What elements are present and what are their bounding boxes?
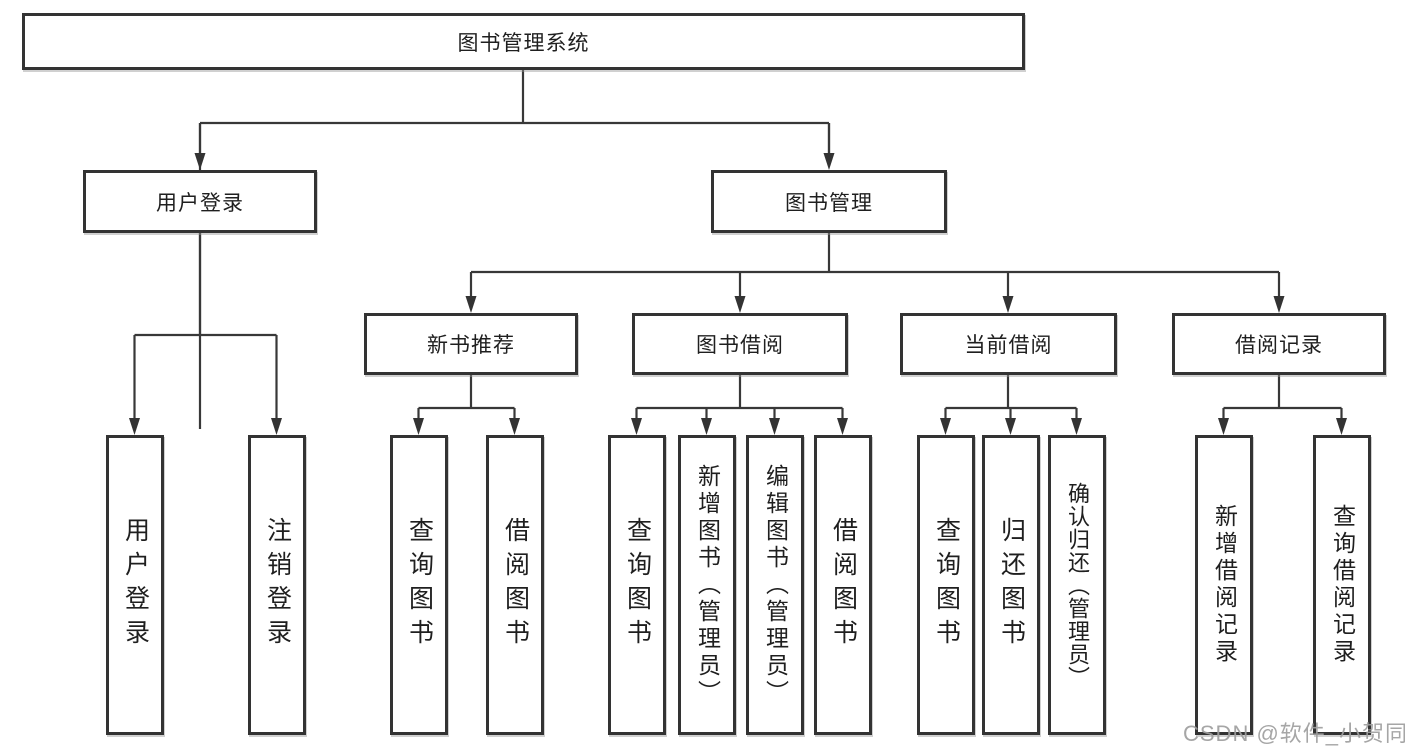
node-label: 用户登录	[121, 517, 150, 653]
node-label: 借阅图书	[829, 517, 858, 653]
connector-book-borrow	[635, 375, 844, 429]
node-new-book-recommend: 新书推荐	[364, 313, 578, 375]
arrowheads	[129, 153, 1347, 435]
connector-user-login	[133, 233, 278, 429]
node-label: 归还图书	[997, 517, 1026, 653]
node-book-borrowing: 图书借阅	[632, 313, 848, 375]
connector-root-trunk	[198, 70, 831, 429]
arrow-icon	[1336, 418, 1347, 435]
node-label: 当前借阅	[964, 334, 1053, 357]
arrow-icon	[734, 296, 746, 313]
leaf-add-books-admin: 新增图书（管理员）	[678, 435, 736, 735]
arrow-icon	[701, 418, 712, 435]
node-label: 查询图书	[932, 517, 961, 653]
node-label: 新增借阅记录	[1211, 504, 1238, 666]
connector-book-mgmt	[469, 233, 1281, 307]
csdn-watermark: CSDN @软件_小贺同学	[1183, 721, 1405, 746]
arrow-icon	[465, 296, 477, 313]
node-label: 注销登录	[263, 517, 292, 653]
node-label: 确认归还（管理员）	[1065, 481, 1090, 689]
leaf-query-books-borrow: 查询图书	[608, 435, 666, 735]
arrow-icon	[1071, 418, 1082, 435]
node-label: 用户登录	[156, 191, 244, 215]
node-label: 查询图书	[405, 517, 434, 653]
leaf-query-books-recommend: 查询图书	[390, 435, 448, 735]
node-label: 查询借阅记录	[1329, 504, 1356, 666]
arrow-icon	[823, 153, 835, 170]
arrow-icon	[413, 418, 424, 435]
node-label: 查询图书	[623, 517, 652, 653]
arrow-icon	[1002, 296, 1014, 313]
arrow-icon	[509, 418, 520, 435]
arrow-icon	[940, 418, 951, 435]
arrow-icon	[837, 418, 848, 435]
node-book-management: 图书管理	[711, 170, 947, 233]
node-label: 借阅记录	[1235, 334, 1323, 357]
arrow-icon	[194, 153, 206, 170]
node-borrowing-records: 借阅记录	[1172, 313, 1386, 375]
connector-new-book	[417, 375, 516, 429]
node-root-system: 图书管理系统	[22, 13, 1025, 70]
arrow-icon	[1218, 418, 1229, 435]
arrow-icon	[1005, 418, 1016, 435]
arrow-icon	[271, 418, 282, 435]
arrow-icon	[769, 418, 780, 435]
leaf-add-borrow-record: 新增借阅记录	[1195, 435, 1253, 735]
node-label: 图书管理	[785, 191, 873, 215]
leaf-query-books-current: 查询图书	[917, 435, 975, 735]
arrow-icon	[129, 418, 140, 435]
node-current-borrowing: 当前借阅	[900, 313, 1117, 375]
leaf-borrow-books: 借阅图书	[814, 435, 872, 735]
leaf-borrow-books-recommend: 借阅图书	[486, 435, 544, 735]
node-label: 图书管理系统	[457, 31, 590, 55]
arrow-icon	[1273, 296, 1285, 313]
node-label: 新书推荐	[427, 334, 515, 357]
leaf-return-books: 归还图书	[982, 435, 1040, 735]
arrow-icon	[631, 418, 642, 435]
node-label: 编辑图书（管理员）	[762, 463, 789, 707]
leaf-confirm-return-admin: 确认归还（管理员）	[1048, 435, 1106, 735]
node-label: 借阅图书	[501, 517, 530, 653]
connector-borrow-record	[1222, 375, 1343, 429]
node-label: 新增图书（管理员）	[694, 463, 721, 707]
connector-root-drops	[198, 123, 831, 164]
leaf-logout: 注销登录	[248, 435, 306, 735]
leaf-user-login: 用户登录	[106, 435, 164, 735]
leaf-edit-books-admin: 编辑图书（管理员）	[746, 435, 804, 735]
node-user-login: 用户登录	[83, 170, 317, 233]
node-label: 图书借阅	[696, 334, 784, 357]
leaf-query-borrow-record: 查询借阅记录	[1313, 435, 1371, 735]
